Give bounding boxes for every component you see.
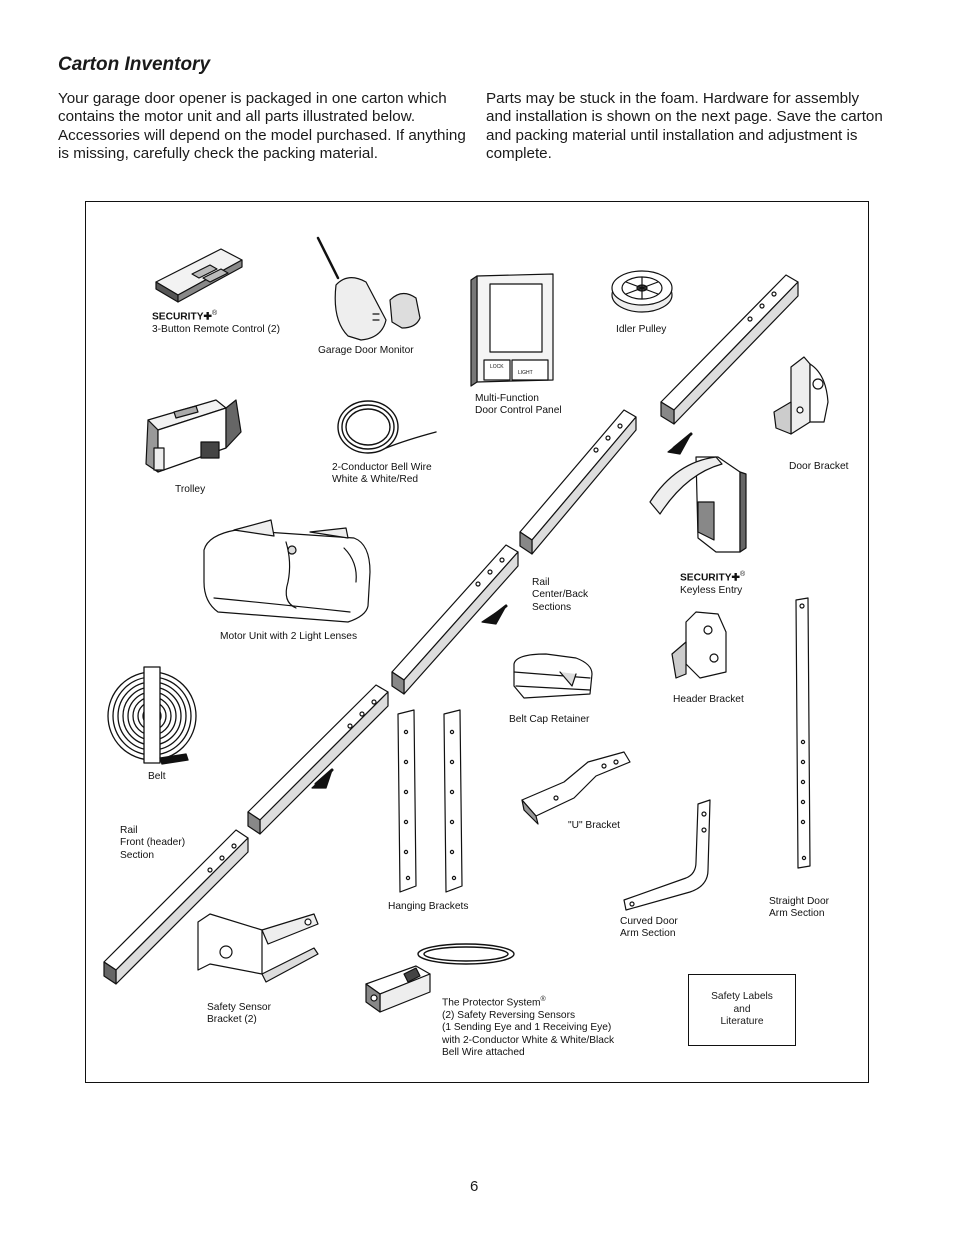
- idler-pulley-label: Idler Pulley: [616, 324, 667, 335]
- rail-back-section-drawing: [660, 274, 799, 425]
- belt-cap-retainer-drawing: [513, 653, 593, 699]
- hanging-brackets-drawing: [397, 709, 463, 893]
- motor-unit-label: Motor Unit with 2 Light Lenses: [220, 631, 358, 642]
- garage-door-monitor-label: Garage Door Monitor: [318, 345, 414, 356]
- remote-control-drawing: [155, 248, 243, 303]
- trolley-drawing: [145, 399, 242, 473]
- u-bracket-drawing: [521, 751, 631, 825]
- brand-name: SECURITY✚: [152, 311, 213, 323]
- brand-name: SECURITY✚: [680, 572, 741, 584]
- rail-center-section-lower-drawing: [391, 544, 519, 695]
- inventory-figure: LOCK LIGHT: [85, 201, 869, 1083]
- belt-label: Belt: [148, 771, 166, 782]
- straight-arm-label: Straight Door Arm Section: [769, 896, 830, 920]
- inventory-illustration: LOCK LIGHT: [103, 236, 829, 1013]
- keyless-entry-text: Keyless Entry: [680, 584, 743, 596]
- keyless-entry-label: SECURITY✚® Keyless Entry: [680, 569, 745, 597]
- protector-system-title: The Protector System: [442, 997, 541, 1009]
- protector-system-mark: ®: [540, 996, 546, 1003]
- light-button-text: LIGHT: [518, 370, 533, 376]
- curved-arm-drawing: [623, 799, 711, 911]
- u-bracket-label: "U" Bracket: [568, 820, 620, 831]
- bell-wire-drawing: [337, 400, 437, 454]
- safety-labels-box: Safety Labels and Literature: [688, 974, 796, 1046]
- belt-drawing: [107, 666, 197, 765]
- keyless-entry-drawing: [649, 456, 747, 553]
- door-bracket-label: Door Bracket: [789, 461, 849, 472]
- safety-sensor-bracket-drawing: [197, 913, 319, 983]
- safety-sensor-bracket-label: Safety Sensor Bracket (2): [207, 1002, 271, 1026]
- curved-arm-label: Curved Door Arm Section: [620, 916, 678, 940]
- remote-control-text: 3-Button Remote Control (2): [152, 323, 280, 335]
- rail-front-section-drawing: [103, 684, 389, 985]
- rail-center-label: Rail Center/Back Sections: [532, 577, 589, 613]
- lock-button-text: LOCK: [490, 364, 504, 370]
- trolley-label: Trolley: [175, 484, 206, 495]
- protector-system-label: The Protector System® (2) Safety Reversi…: [442, 994, 614, 1059]
- intro-paragraph-left: Your garage door opener is packaged in o…: [58, 90, 466, 163]
- bell-wire-label: 2-Conductor Bell Wire White & White/Red: [332, 462, 432, 486]
- page-number: 6: [470, 1178, 479, 1195]
- brand-mark: ®: [740, 571, 746, 578]
- hanging-brackets-label: Hanging Brackets: [388, 901, 469, 912]
- straight-arm-drawing: [795, 597, 811, 869]
- belt-cap-retainer-label: Belt Cap Retainer: [509, 714, 590, 725]
- brand-mark: ®: [212, 310, 218, 317]
- door-control-panel-drawing: LOCK LIGHT: [470, 273, 554, 387]
- protector-system-description: (2) Safety Reversing Sensors (1 Sending …: [442, 1009, 615, 1059]
- intro-paragraph-right: Parts may be stuck in the foam. Hardware…: [486, 90, 883, 163]
- door-bracket-drawing: [773, 356, 829, 435]
- header-bracket-label: Header Bracket: [673, 694, 744, 705]
- rail-center-section-upper-drawing: [519, 409, 693, 555]
- motor-unit-drawing: [203, 519, 371, 623]
- header-bracket-drawing: [671, 611, 727, 679]
- remote-control-label: SECURITY✚® 3-Button Remote Control (2): [152, 308, 280, 336]
- rail-front-label: Rail Front (header) Section: [120, 825, 186, 861]
- page-title: Carton Inventory: [58, 54, 211, 75]
- safety-reversing-sensors-drawing: [365, 943, 515, 1013]
- door-control-panel-label: Multi-Function Door Control Panel: [475, 393, 562, 417]
- idler-pulley-drawing: [611, 270, 673, 313]
- garage-door-monitor-drawing: [316, 236, 421, 341]
